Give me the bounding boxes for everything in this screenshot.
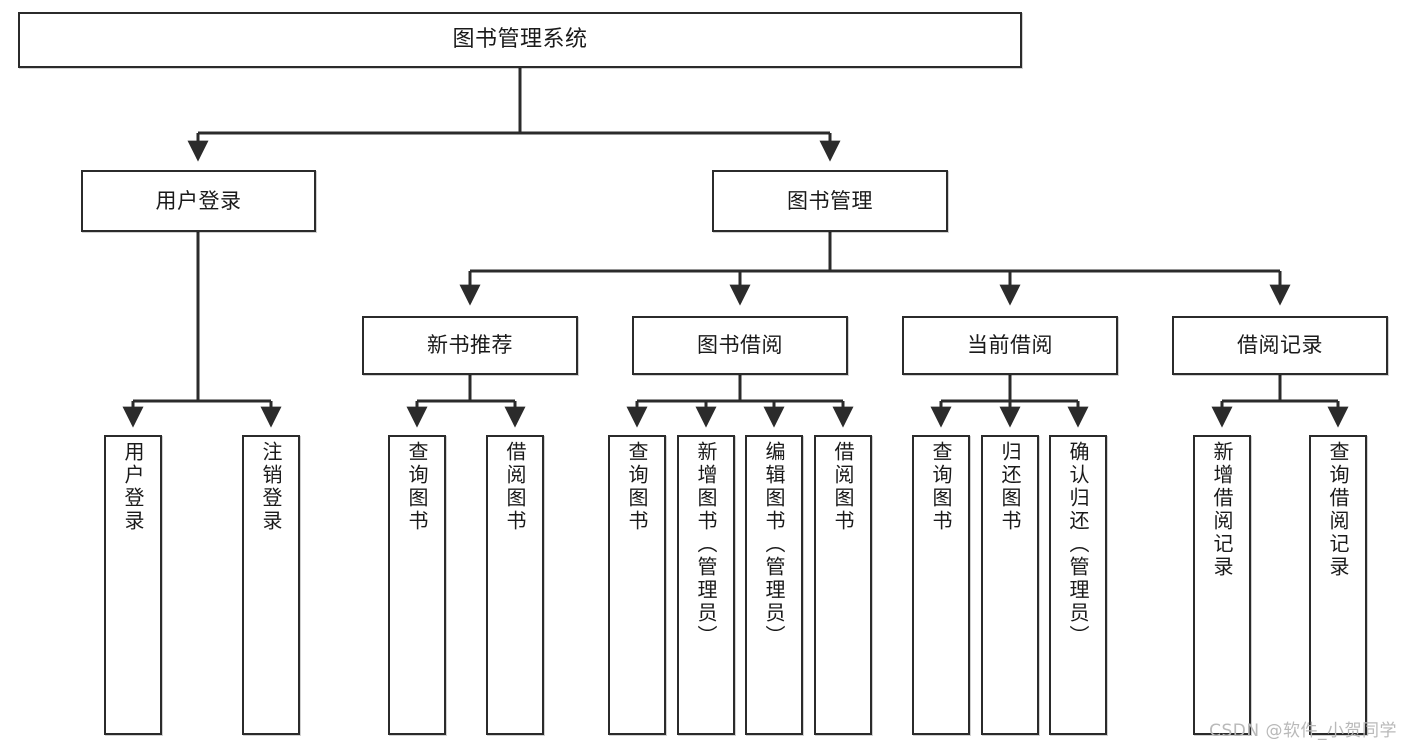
node-leaf-add-borrow-record[interactable]: 新增借阅记录: [1193, 435, 1251, 735]
node-label: 当前借阅: [967, 333, 1053, 358]
node-leaf-query-book-borrow[interactable]: 查询图书: [608, 435, 666, 735]
node-label: 查询图书: [405, 441, 429, 533]
node-leaf-return-book[interactable]: 归还图书: [981, 435, 1039, 735]
node-label: 查询图书: [929, 441, 953, 533]
node-label: 归还图书: [998, 441, 1022, 533]
node-root-book-management-system[interactable]: 图书管理系统: [18, 12, 1022, 68]
node-label: 新增借阅记录: [1210, 441, 1234, 579]
node-label: 用户登录: [121, 441, 145, 533]
node-label: 图书管理: [787, 188, 873, 213]
node-label: 查询图书: [625, 441, 649, 533]
node-borrow-record[interactable]: 借阅记录: [1172, 316, 1388, 375]
node-leaf-query-book-recommend[interactable]: 查询图书: [388, 435, 446, 735]
node-label: 新增图书（管理员）: [694, 441, 718, 648]
node-label: 查询借阅记录: [1326, 441, 1350, 579]
node-leaf-query-borrow-record[interactable]: 查询借阅记录: [1309, 435, 1367, 735]
node-leaf-query-book-current[interactable]: 查询图书: [912, 435, 970, 735]
node-new-book-recommend[interactable]: 新书推荐: [362, 316, 578, 375]
node-leaf-borrow-book[interactable]: 借阅图书: [814, 435, 872, 735]
node-user-login[interactable]: 用户登录: [81, 170, 316, 232]
node-leaf-user-login[interactable]: 用户登录: [104, 435, 162, 735]
node-leaf-borrow-book-recommend[interactable]: 借阅图书: [486, 435, 544, 735]
node-label: 注销登录: [259, 441, 283, 533]
node-label: 编辑图书（管理员）: [762, 441, 786, 648]
csdn-watermark: CSDN @软件_小贺同学: [1209, 721, 1397, 741]
node-label: 图书管理系统: [452, 27, 588, 53]
node-leaf-add-book-admin[interactable]: 新增图书（管理员）: [677, 435, 735, 735]
node-current-borrow[interactable]: 当前借阅: [902, 316, 1118, 375]
node-leaf-confirm-return-admin[interactable]: 确认归还（管理员）: [1049, 435, 1107, 735]
node-book-borrow[interactable]: 图书借阅: [632, 316, 848, 375]
node-label: 借阅图书: [503, 441, 527, 533]
node-leaf-edit-book-admin[interactable]: 编辑图书（管理员）: [745, 435, 803, 735]
node-label: 确认归还（管理员）: [1066, 441, 1090, 648]
node-leaf-logout-login[interactable]: 注销登录: [242, 435, 300, 735]
node-label: 用户登录: [155, 188, 242, 213]
node-label: 借阅图书: [831, 441, 855, 533]
node-label: 图书借阅: [697, 333, 783, 358]
node-book-management[interactable]: 图书管理: [712, 170, 948, 232]
node-label: 新书推荐: [427, 333, 513, 358]
node-label: 借阅记录: [1237, 333, 1323, 358]
